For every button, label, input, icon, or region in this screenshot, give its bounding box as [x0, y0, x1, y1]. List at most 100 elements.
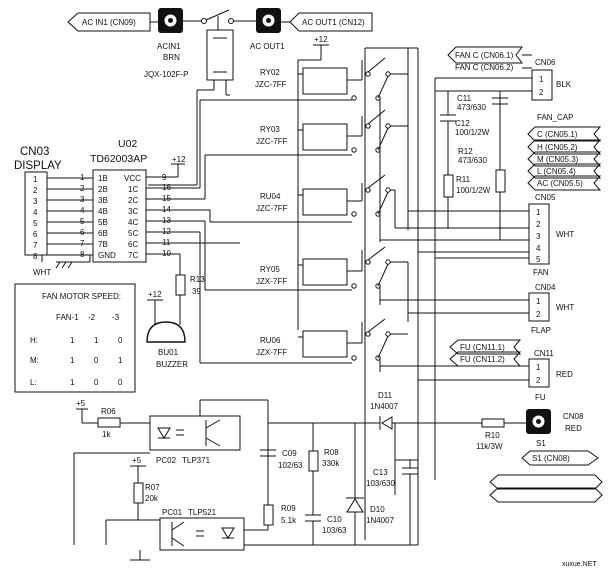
speed-row-label: L:	[30, 378, 37, 387]
ac-input-section: AC IN1 (CN09) ACIN1 BRN AC OUT1 AC OUT1 …	[67, 8, 373, 186]
relay-ru06-coil	[302, 330, 348, 358]
speed-table-title: FAN MOTOR SPEED:	[42, 292, 121, 301]
c10-ref: C10	[327, 515, 342, 524]
r08-resistor	[308, 450, 319, 472]
cn06-label-1: FAN C (CN06.1)	[455, 51, 514, 60]
c13-value: 103/630	[366, 479, 395, 488]
cn05-body	[528, 203, 550, 265]
cn08-color: RED	[565, 424, 582, 433]
relay-ry05-ref: RY05	[260, 265, 280, 274]
r09-value: 5.1k	[281, 516, 297, 525]
pc02-led-icon	[157, 427, 171, 439]
fan-cap-label: H (CN05.2)	[537, 143, 578, 152]
r12-ref: R12	[458, 147, 473, 156]
relay-ry05-coil	[302, 258, 348, 286]
r13-ref: R13	[190, 275, 205, 284]
speed-cell: 1	[70, 378, 75, 387]
fan-cap-label: M (CN05.3)	[537, 155, 579, 164]
ic-pin-1b: 1B	[98, 174, 108, 183]
r10-value: 11k/3W	[476, 442, 503, 451]
cn04-name: CN04	[535, 283, 556, 292]
cn05-pin: 3	[536, 232, 541, 241]
relay-ru04-ref: RU04	[260, 192, 281, 201]
ac-out-tag	[289, 12, 373, 32]
r12-resistor	[495, 169, 506, 193]
relay-ru04-part: JZC-7FF	[256, 204, 288, 213]
relay-ry02-coil	[302, 67, 348, 95]
ac-in-wire-color: BRN	[163, 53, 180, 62]
speed-cell: 0	[118, 378, 123, 387]
cn03-body	[24, 171, 48, 256]
cn05-color: WHT	[556, 230, 574, 239]
c12-ref: C12	[455, 119, 470, 128]
zero-cross-section: +5 R06 1k PC02 TLP371 C09 102/63 R08 3	[73, 391, 526, 561]
speed-cell: 0	[94, 378, 99, 387]
cn03-pin: 6	[33, 230, 38, 239]
watermark: xuxue.NET	[562, 561, 597, 568]
cn04-color: WHT	[556, 303, 574, 312]
c09-ref: C09	[282, 449, 297, 458]
main-relay-switch	[205, 9, 230, 21]
ac-in-terminal-label: ACIN1	[157, 42, 181, 51]
relay-ru04: RU04 JZC-7FF	[210, 174, 391, 223]
r07-supply: +5	[132, 456, 142, 465]
ic-pin-2c: 2C	[128, 196, 138, 205]
relay-ry02-part: JZC-7FF	[255, 80, 287, 89]
cn05-pin: 2	[536, 220, 541, 229]
ic-part: TD62003AP	[90, 153, 147, 165]
cn05-caption: FAN	[533, 268, 549, 277]
ic-pin-1c: 1C	[128, 185, 138, 194]
cn03-pin: 5	[33, 219, 38, 228]
c09-value: 102/63	[278, 461, 303, 470]
speed-col-header: -3	[112, 313, 120, 322]
cn03-pin: 4	[33, 208, 38, 217]
relay-ry02: RY02 JZC-7FF	[210, 57, 391, 101]
pc01-body	[159, 517, 245, 551]
speed-cell: 1	[70, 356, 75, 365]
pc01-part: TLP521	[188, 508, 217, 517]
fan-speed-table: FAN MOTOR SPEED: FAN-1 -2 -3 H: 1 1 0 M:…	[14, 283, 136, 393]
speed-row-label: H:	[30, 336, 38, 345]
cn08-terminal: S1	[536, 439, 546, 448]
r07-resistor	[133, 482, 144, 504]
r08-value: 330k	[322, 459, 340, 468]
c11-value: 473/630	[457, 103, 486, 112]
ic-vcc-supply: +12	[172, 155, 186, 164]
r09-resistor	[263, 504, 274, 526]
r08-ref: R08	[324, 448, 339, 457]
ic-body	[92, 169, 147, 263]
cn11-name: CN11	[534, 349, 554, 358]
ic-pin-4b: 4B	[98, 207, 108, 216]
cn03-gnd-color: WHT	[33, 268, 51, 277]
r06-ref: R06	[101, 407, 116, 416]
fan-cap-label: L (CN05.4)	[537, 167, 576, 176]
c13-ref: C13	[373, 468, 388, 477]
r11-value: 100/1/2W	[456, 186, 491, 195]
cn11-pin: 2	[536, 376, 541, 385]
speed-cell: 0	[94, 356, 99, 365]
ic-pin-gnd: GND	[98, 251, 116, 260]
cn03-pin: 7	[33, 241, 38, 250]
d10-part: 1N4007	[366, 516, 395, 525]
ic-pin-vcc: VCC	[124, 174, 141, 183]
cn11-caption: FU	[535, 393, 546, 402]
cn03-pin: 1	[33, 175, 38, 184]
relay-ry02-ref: RY02	[260, 68, 280, 77]
buzzer-supply: +12	[148, 290, 162, 299]
c12-value: 100/1/2W	[455, 128, 490, 137]
speed-row-label: M:	[30, 356, 39, 365]
c11-ref: C11	[457, 94, 472, 103]
cn06-body	[531, 69, 553, 101]
relay-ry03-coil	[302, 123, 348, 151]
relay-ry03-part: JZC-7FF	[256, 137, 288, 146]
cn04-caption: FLAP	[531, 326, 551, 335]
cn06-color: BLK	[556, 80, 572, 89]
ic-pin-7c: 7C	[128, 251, 138, 260]
cn11-label: FU (CN11.1)	[460, 343, 505, 352]
r06-supply: +5	[76, 399, 86, 408]
pc01-ref: PC01	[162, 508, 183, 517]
c10-value: 103/63	[322, 526, 347, 535]
d11-ref: D11	[378, 391, 393, 400]
pc01-led-icon	[221, 527, 235, 539]
fan-cap-label: AC (CN05.5)	[537, 179, 583, 188]
